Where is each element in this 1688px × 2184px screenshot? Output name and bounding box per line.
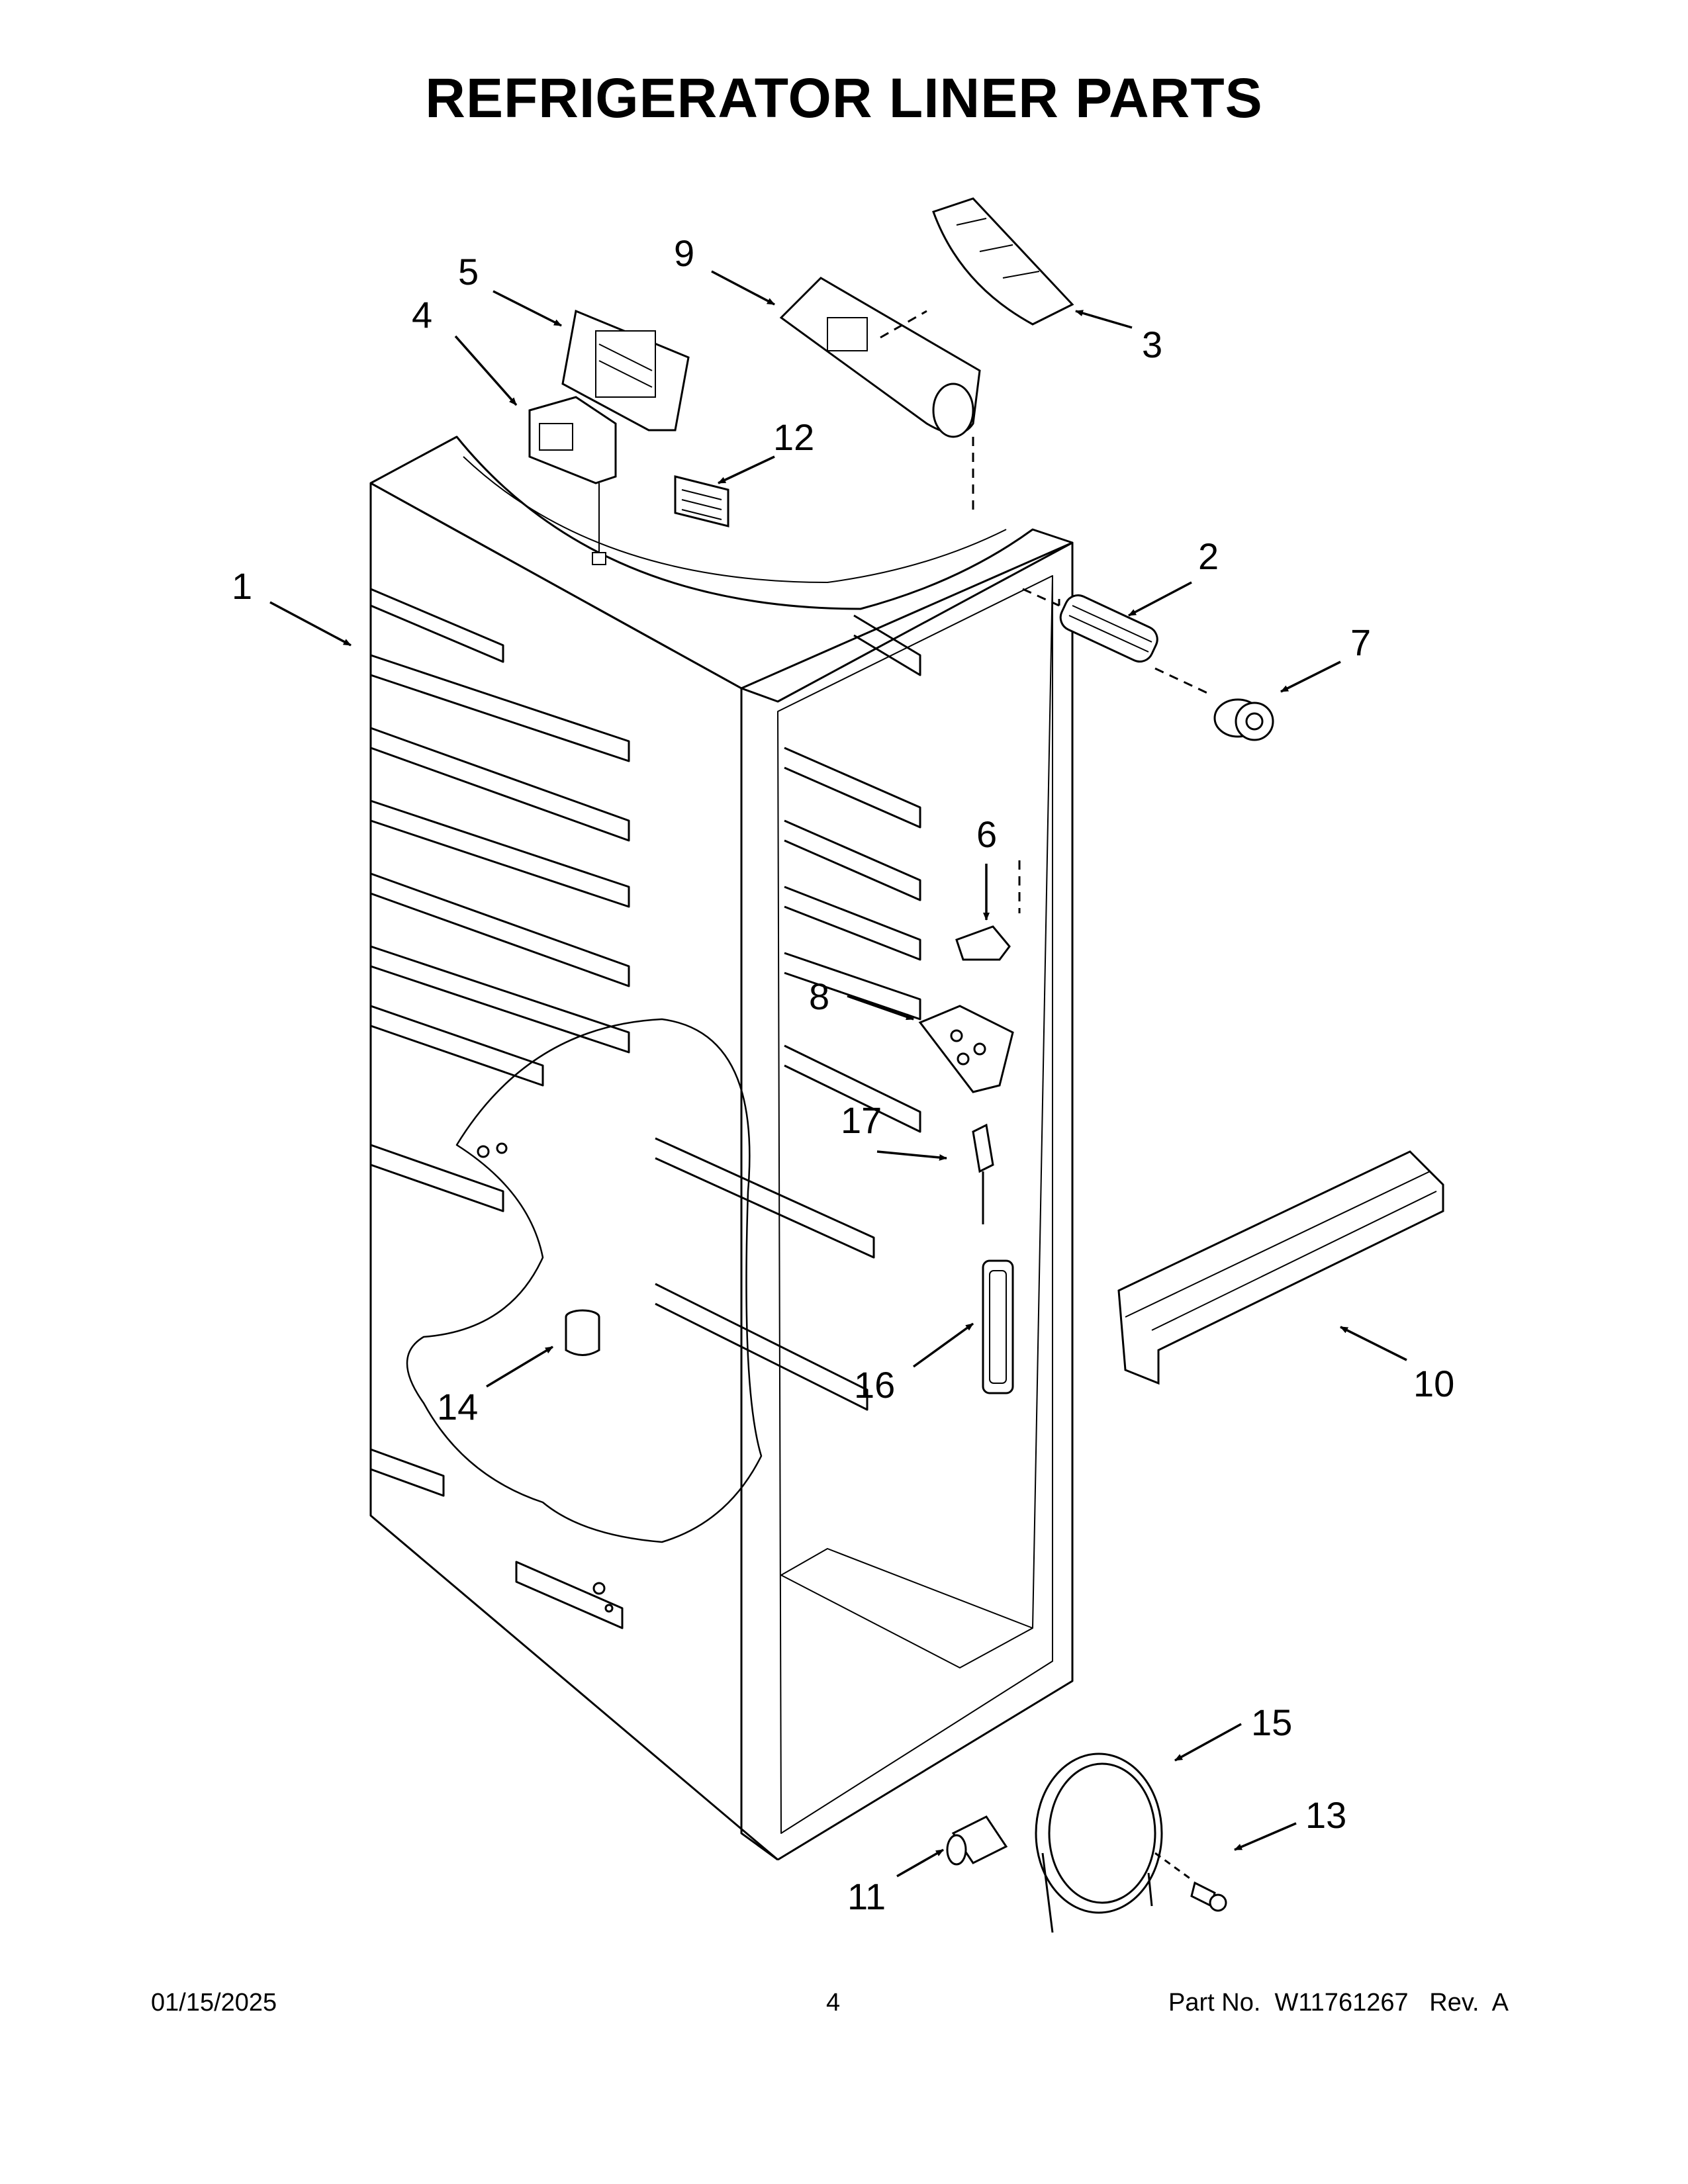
callout-10: 10 <box>1413 1363 1454 1404</box>
part-8-light-housing <box>918 1005 1014 1093</box>
part-2-component <box>1022 588 1212 696</box>
footer-part-info: Part No. W11761267 Rev. A <box>1168 1989 1509 2017</box>
callout-2: 2 <box>1198 535 1219 577</box>
part-13-screw <box>1190 1881 1227 1912</box>
callout-4: 4 <box>412 294 432 336</box>
callout-7: 7 <box>1350 621 1371 663</box>
part-5-bracket <box>561 309 690 432</box>
callout-12: 12 <box>773 416 814 458</box>
part-1-liner <box>369 435 1074 1861</box>
callout-17: 17 <box>841 1099 882 1141</box>
callout-5: 5 <box>458 251 479 293</box>
part-9-housing <box>779 277 981 516</box>
callout-1: 1 <box>232 565 252 607</box>
part-14-cap <box>565 1309 600 1356</box>
part-4-control-box <box>528 396 617 565</box>
part-3-cover <box>932 197 1074 326</box>
page-title: REFRIGERATOR LINER PARTS <box>425 67 1263 129</box>
callout-15: 15 <box>1251 1702 1292 1743</box>
part-15-tubing <box>1035 1752 1192 1933</box>
callout-arrows <box>269 270 1407 1878</box>
callout-8: 8 <box>809 976 829 1017</box>
callout-16: 16 <box>854 1364 895 1406</box>
part-16-lens <box>982 1259 1014 1394</box>
callout-11: 11 <box>847 1876 886 1917</box>
callout-14: 14 <box>437 1386 478 1428</box>
part-7-knob <box>1213 698 1274 741</box>
part-12-grille <box>674 475 729 527</box>
callout-13: 13 <box>1305 1794 1346 1836</box>
callout-3: 3 <box>1142 324 1162 365</box>
part-6-clip <box>955 860 1021 961</box>
callout-9: 9 <box>674 232 694 274</box>
callout-6: 6 <box>976 813 997 855</box>
callout-labels: 1 2 3 4 5 6 7 8 9 10 11 12 13 14 15 16 1… <box>232 232 1454 1917</box>
part-17-sensor <box>972 1123 994 1224</box>
part-10-trim <box>1117 1150 1444 1385</box>
footer-page-number: 4 <box>826 1989 841 2017</box>
footer-date: 01/15/2025 <box>151 1989 277 2017</box>
part-11-connector <box>946 1815 1008 1866</box>
